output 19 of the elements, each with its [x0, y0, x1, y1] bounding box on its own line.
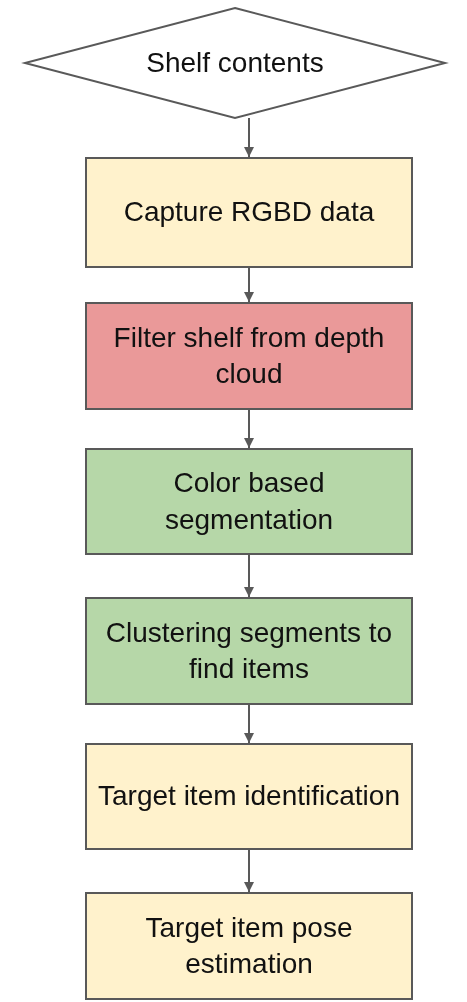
- arrow: [244, 409, 254, 449]
- arrow: [244, 849, 254, 893]
- arrow: [244, 704, 254, 744]
- node-text: Capture RGBD data: [122, 195, 376, 230]
- node-text: Target item identification: [97, 779, 401, 814]
- process-box: [85, 892, 413, 1000]
- arrow: [244, 267, 254, 303]
- process-box: [85, 448, 413, 555]
- process-box: [85, 597, 413, 705]
- process-box: [85, 302, 413, 410]
- process-box: [85, 157, 413, 268]
- node-text: Color based segmentation: [163, 466, 335, 537]
- process-box: [85, 743, 413, 850]
- arrow: [244, 117, 254, 158]
- node-text: Target item pose estimation: [144, 910, 354, 981]
- arrow: [244, 554, 254, 598]
- node-text: Filter shelf from depth cloud: [112, 320, 386, 391]
- node-text: Clustering segments to find items: [104, 615, 394, 686]
- node-text: Shelf contents: [145, 45, 325, 80]
